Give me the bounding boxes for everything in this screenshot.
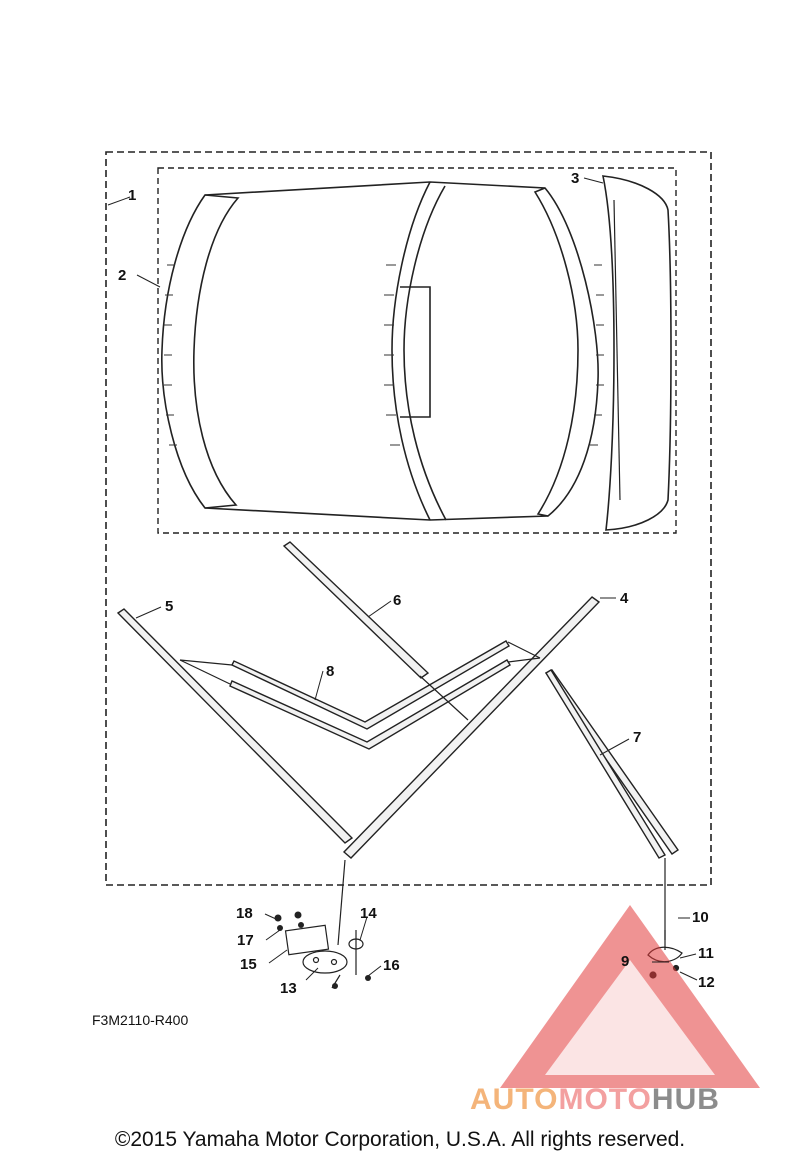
callout-2: 2 <box>118 267 126 284</box>
assembly-arrows <box>179 641 666 946</box>
leader-lines <box>107 177 698 981</box>
watermark-hub: HUB <box>651 1083 720 1116</box>
watermark-moto: MOTO <box>558 1083 652 1116</box>
callout-6: 6 <box>393 592 401 609</box>
callout-11: 11 <box>698 945 714 962</box>
callout-12: 12 <box>698 974 715 991</box>
callout-4: 4 <box>620 590 629 607</box>
copyright-notice: ©2015 Yamaha Motor Corporation, U.S.A. A… <box>114 1128 686 1151</box>
callout-10: 10 <box>692 909 709 926</box>
callout-1: 1 <box>128 187 136 204</box>
callout-7: 7 <box>633 729 641 746</box>
watermark-text: AUTOMOTOHUB <box>470 1083 720 1117</box>
callout-14: 14 <box>360 905 377 922</box>
callout-13: 13 <box>280 980 297 997</box>
callout-18: 18 <box>236 905 253 922</box>
watermark-auto: AUTO <box>470 1083 559 1116</box>
mount-bracket-left <box>284 924 364 989</box>
bimini-canopy <box>161 181 599 521</box>
storage-boot <box>601 175 672 531</box>
frame-tubes <box>116 541 679 859</box>
drawing-code: F3M2110-R400 <box>92 1012 189 1028</box>
callout-16: 16 <box>383 957 400 974</box>
hardware-nuts <box>274 911 371 989</box>
callout-17: 17 <box>237 932 254 949</box>
callout-9: 9 <box>621 953 629 970</box>
assembly-outline <box>105 151 712 886</box>
callout-8: 8 <box>326 663 334 680</box>
canopy-outline <box>157 167 677 534</box>
callout-5: 5 <box>165 598 173 615</box>
callout-3: 3 <box>571 170 579 187</box>
callout-15: 15 <box>240 956 257 973</box>
canopy-stitch-marks <box>164 264 604 446</box>
